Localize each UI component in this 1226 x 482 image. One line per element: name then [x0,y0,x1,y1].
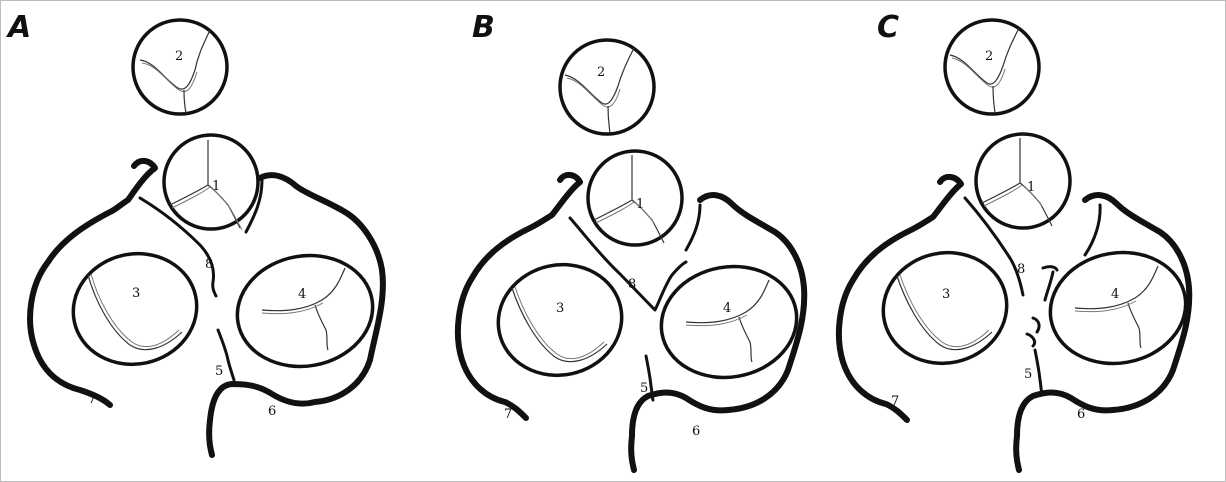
panel-b-diagram: 2 1 3 4 5 6 7 8 [410,0,810,480]
label-5: 5 [215,364,223,379]
label-4: 4 [298,287,306,302]
circle-2 [560,40,654,134]
label-6: 6 [1077,407,1085,422]
panel-a-diagram: 2 1 3 4 5 6 7 8 [0,0,400,480]
septum-mid [1027,318,1039,346]
crack-4 [1075,266,1158,348]
outer-wall-left [30,161,155,405]
crack-4 [686,280,769,362]
crack-1 [982,138,1052,226]
circle-1 [976,134,1070,228]
panel-a: A 2 1 3 4 5 6 7 8 [0,0,400,480]
crack-4 [262,268,345,350]
ellipse-4 [228,245,381,377]
label-2: 2 [597,65,605,80]
label-3: 3 [942,287,950,302]
label-8: 8 [1017,262,1025,277]
ellipse-3 [873,241,1017,374]
crack-1 [594,155,664,243]
septum-lower [1035,350,1042,394]
label-6: 6 [692,424,700,439]
outer-wall-left [458,175,580,418]
label-1: 1 [636,197,644,212]
circle-2 [133,20,227,114]
outer-wall-right [631,195,804,470]
label-5: 5 [1024,367,1032,382]
label-2: 2 [985,49,993,64]
circle-1 [164,135,258,229]
panel-c: C 2 1 3 4 5 6 7 8 [815,0,1215,480]
label-7: 7 [891,394,899,409]
crack-1 [170,140,240,228]
circle-1 [588,151,682,245]
label-3: 3 [556,301,564,316]
ellipse-3 [63,242,207,375]
label-5: 5 [640,381,648,396]
label-7: 7 [88,392,96,407]
label-6: 6 [268,404,276,419]
label-4: 4 [723,301,731,316]
label-2: 2 [175,49,183,64]
ellipse-3 [488,253,632,386]
label-8: 8 [628,277,636,292]
label-1: 1 [212,179,220,194]
septum-right [1085,205,1100,255]
septum-right [686,205,700,250]
outer-wall-right [1016,195,1189,470]
panel-c-diagram: 2 1 3 4 5 6 7 8 [815,0,1215,480]
septum-left [965,198,1023,295]
septum-left [140,198,216,296]
label-7: 7 [504,407,512,422]
label-1: 1 [1027,180,1035,195]
label-3: 3 [132,286,140,301]
label-4: 4 [1111,287,1119,302]
septum-right [246,180,262,232]
label-8: 8 [205,257,213,272]
panel-b: B 2 1 3 4 5 6 7 8 [410,0,810,480]
circle-2 [945,20,1039,114]
